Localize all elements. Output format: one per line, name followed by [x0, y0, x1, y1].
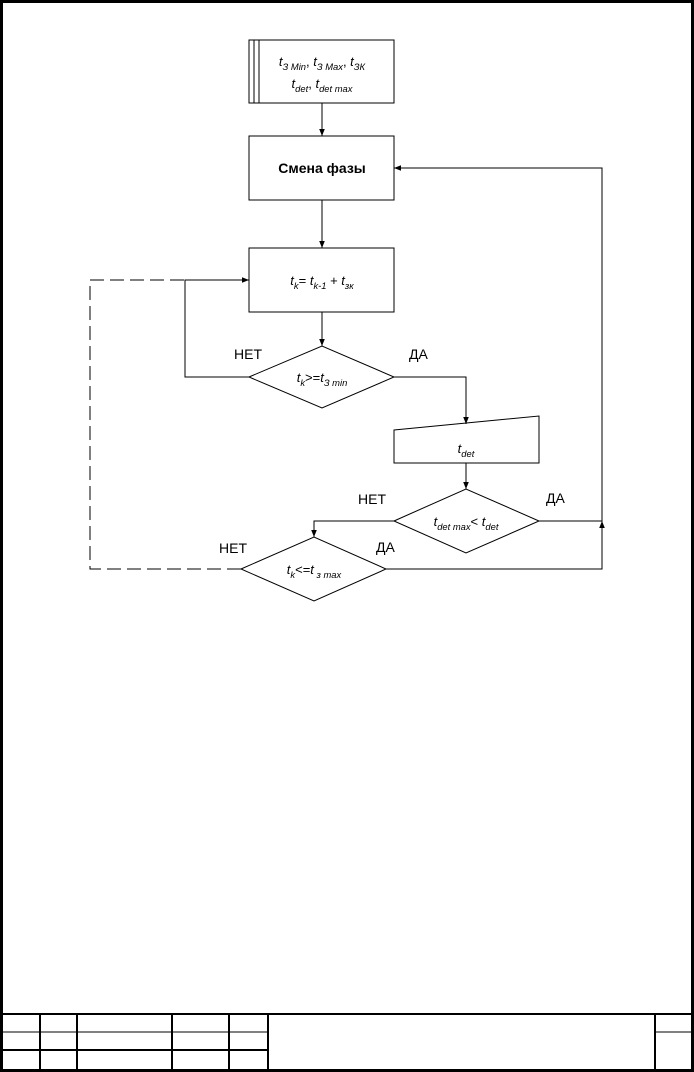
input-block-line2: tdet​, tdet max​ — [292, 76, 353, 94]
title-block — [1, 1013, 693, 1071]
phase-change-block: Смена фазы — [248, 135, 395, 201]
connector-det-no-to-decision-max — [311, 520, 394, 537]
input-block-line1: tЗ Min​, tЗ Max​, tЗК​ — [279, 54, 366, 72]
calc-block: tk​= tk-1​ + tзк​ — [248, 247, 395, 313]
connector-min-yes-to-detector — [394, 376, 469, 424]
decision-min: tk​>=tЗ min​ — [247, 345, 396, 409]
decision-max-yes-label: ДА — [376, 539, 395, 555]
decision-max: tk​<=t з max​ — [239, 536, 388, 602]
connectors — [89, 103, 605, 570]
input-block: tЗ Min​, tЗ Max​, tЗК​ tdet​, tdet max​ — [248, 39, 395, 104]
calc-block-label: tk​= tk-1​ + tзк​ — [290, 273, 354, 291]
detector-input-block: tdet​ — [393, 415, 540, 464]
connector-return-to-phase — [394, 165, 603, 521]
decision-det-label: tdet max​< tdet​ — [434, 514, 499, 532]
decision-det: tdet max​< tdet​ — [392, 488, 541, 554]
connector-max-no-dashed-loop — [89, 279, 241, 570]
decision-max-no-label: НЕТ — [219, 540, 247, 556]
decision-min-label: tk​>=tЗ min​ — [297, 370, 348, 388]
connector-max-yes-to-junction — [386, 521, 605, 570]
decision-max-label: tk​<=t з max​ — [287, 562, 342, 580]
decision-min-no-label: НЕТ — [234, 346, 262, 362]
phase-change-label: Смена фазы — [278, 160, 366, 176]
decision-det-yes-label: ДА — [546, 490, 565, 506]
decision-det-no-label: НЕТ — [358, 491, 386, 507]
connector-min-no-loop — [184, 277, 249, 378]
decision-min-yes-label: ДА — [409, 346, 428, 362]
detector-input-label: tdet​ — [458, 441, 475, 459]
